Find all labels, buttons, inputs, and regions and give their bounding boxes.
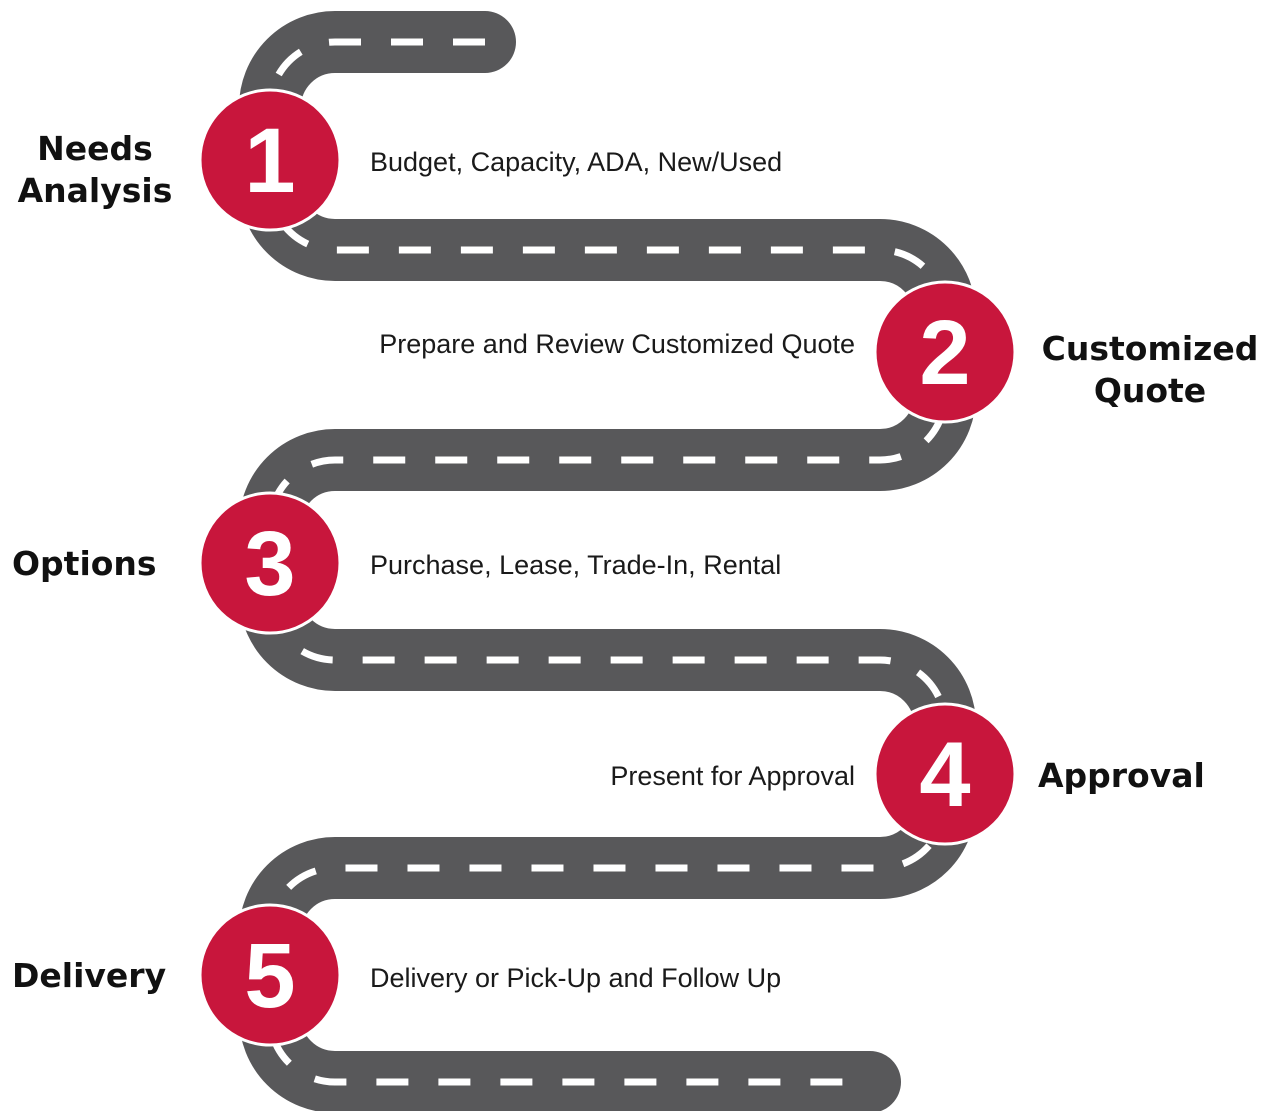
step-5-badge — [198, 903, 342, 1047]
step-2-title-line1: Customized — [1042, 329, 1259, 368]
step-2-title-line2: Quote — [1094, 371, 1206, 410]
step-1-number: 1 — [244, 110, 295, 212]
step-4-description: Present for Approval — [610, 761, 855, 791]
step-3-title: Options — [12, 544, 157, 583]
step-1-description: Budget, Capacity, ADA, New/Used — [370, 147, 782, 177]
step-4-badge — [873, 702, 1017, 846]
step-4-number: 4 — [919, 724, 970, 826]
step-5-description: Delivery or Pick-Up and Follow Up — [370, 963, 781, 993]
step-5-title: Delivery — [12, 956, 166, 995]
step-5-number: 5 — [244, 925, 295, 1027]
step-1: 1 Needs Analysis Budget, Capacity, ADA, … — [18, 88, 782, 232]
step-3: 3 Options Purchase, Lease, Trade-In, Ren… — [12, 491, 781, 635]
step-3-number: 3 — [244, 513, 295, 615]
step-1-title-line2: Analysis — [18, 171, 173, 210]
step-2-number: 2 — [919, 302, 970, 404]
step-2-badge — [873, 280, 1017, 424]
step-2: 2 Customized Quote Prepare and Review Cu… — [379, 280, 1259, 424]
step-1-badge — [198, 88, 342, 232]
step-1-title-line1: Needs — [37, 129, 153, 168]
step-4: 4 Approval Present for Approval — [610, 702, 1205, 846]
step-2-description: Prepare and Review Customized Quote — [379, 329, 855, 359]
step-4-title: Approval — [1038, 756, 1205, 795]
step-5: 5 Delivery Delivery or Pick-Up and Follo… — [12, 903, 781, 1047]
step-3-description: Purchase, Lease, Trade-In, Rental — [370, 550, 781, 580]
step-3-badge — [198, 491, 342, 635]
